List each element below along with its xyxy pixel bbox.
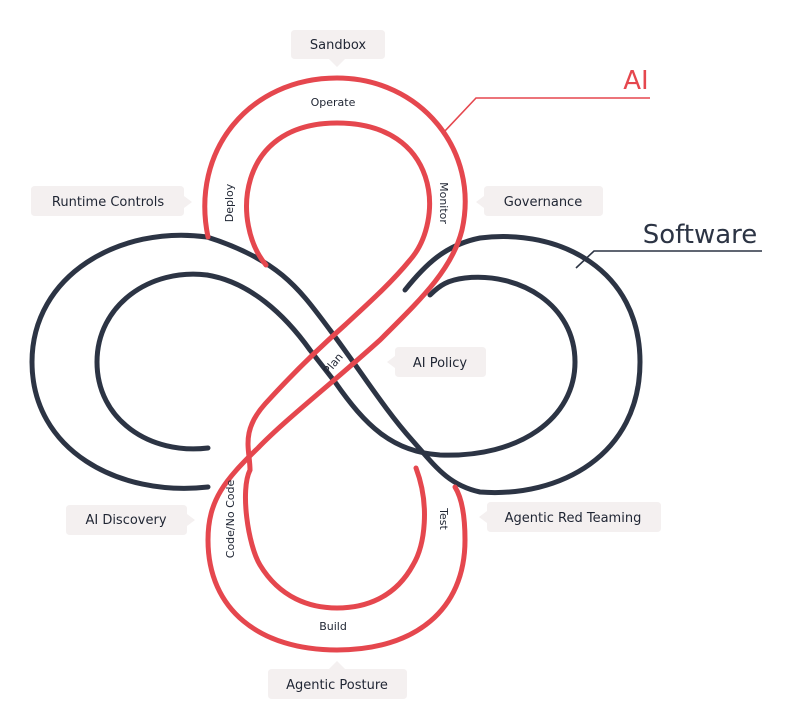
callout-ai-discovery-text: AI Discovery xyxy=(85,513,166,528)
stage-code: Code/No Code xyxy=(224,480,237,559)
ai-legend: AI xyxy=(443,66,650,133)
callout-agentic-red-teaming-text: Agentic Red Teaming xyxy=(505,511,642,526)
ai-loop-inner-bottom xyxy=(243,465,427,611)
callout-sandbox: Sandbox xyxy=(291,30,385,67)
stage-build: Build xyxy=(319,620,347,633)
callout-runtime-controls: Runtime Controls xyxy=(31,186,192,216)
ai-loop-inner xyxy=(244,120,432,473)
stage-test: Test xyxy=(437,507,450,530)
callout-ai-policy: AI Policy xyxy=(387,347,486,377)
callout-runtime-controls-text: Runtime Controls xyxy=(52,195,164,210)
callout-ai-policy-text: AI Policy xyxy=(413,356,468,371)
callout-governance-text: Governance xyxy=(504,195,582,210)
software-loop xyxy=(29,232,643,496)
callout-agentic-red-teaming-bg xyxy=(479,502,661,532)
software-leader-line xyxy=(575,250,762,269)
callout-agentic-red-teaming: Agentic Red Teaming xyxy=(479,502,661,532)
callout-runtime-controls-bg xyxy=(31,186,192,216)
callout-governance-bg xyxy=(476,186,603,216)
ai-label: AI xyxy=(623,66,648,96)
callout-agentic-posture-bg xyxy=(268,661,407,699)
callout-agentic-posture: Agentic Posture xyxy=(268,661,407,699)
callout-ai-discovery: AI Discovery xyxy=(66,505,195,535)
callout-sandbox-bg xyxy=(291,30,385,67)
stage-operate: Operate xyxy=(311,96,356,109)
stage-deploy: Deploy xyxy=(223,183,236,222)
stage-monitor: Monitor xyxy=(437,182,450,224)
callout-governance: Governance xyxy=(476,186,603,216)
ai-leader-line xyxy=(443,97,650,133)
ai-loop xyxy=(202,75,468,653)
callout-agentic-posture-text: Agentic Posture xyxy=(286,678,388,693)
software-loop-inner xyxy=(204,272,578,458)
software-label: Software xyxy=(643,220,758,250)
software-loop-outer xyxy=(204,234,643,496)
software-loop-inner-left xyxy=(94,271,211,452)
ai-loop-outer xyxy=(202,75,468,653)
software-legend: Software xyxy=(575,220,762,269)
callout-sandbox-text: Sandbox xyxy=(310,38,367,53)
callout-ai-discovery-bg xyxy=(66,505,195,535)
software-loop-outer-left xyxy=(29,232,211,491)
callout-ai-policy-bg xyxy=(387,347,486,377)
